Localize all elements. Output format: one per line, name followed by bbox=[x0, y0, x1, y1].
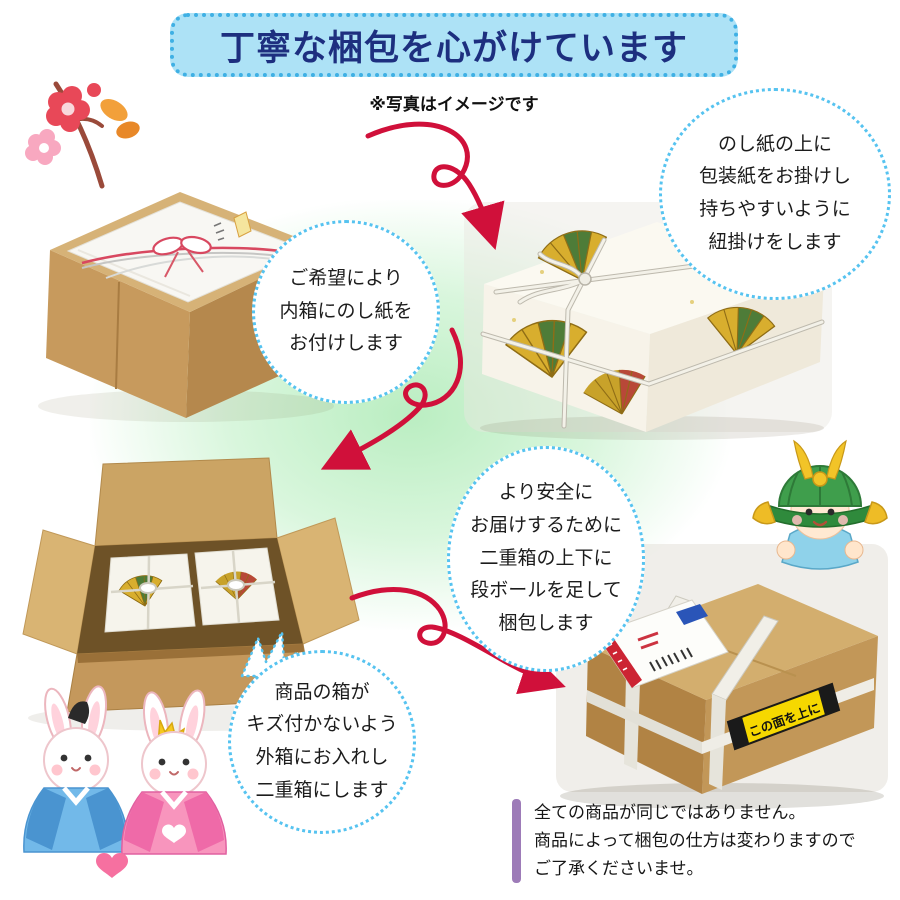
bubble-outer-box-line: 商品の箱が bbox=[274, 681, 370, 703]
noshi-mark bbox=[213, 211, 252, 241]
plum-flower-red bbox=[46, 86, 90, 132]
plum-bud bbox=[87, 83, 101, 97]
bubble-wrapping-line: 包装紙をお掛けし bbox=[698, 166, 851, 188]
plum-blossom-icon bbox=[22, 68, 147, 193]
bubble-wrapping: のし紙の上に 包装紙をお掛けし 持ちやすいように 紐掛けをします bbox=[659, 88, 891, 300]
mizuhiki-ribbon bbox=[81, 235, 289, 278]
bubble-outer-box-line: キズ付かないよう bbox=[246, 714, 398, 736]
rabbit-emperor bbox=[23, 685, 129, 853]
header-banner: 丁寧な梱包を心がけています bbox=[170, 13, 738, 77]
footer-line: 商品によって梱包の仕方は変わりますので bbox=[534, 831, 856, 851]
bubble-wrapping-line: のし紙の上に bbox=[717, 133, 832, 155]
rabbit-empress bbox=[121, 689, 227, 855]
bubble-inner-noshi-line: お付けします bbox=[288, 333, 403, 355]
bubble-outer-box: 商品の箱が キズ付かないよう 外箱にお入れし 二重箱にします bbox=[228, 650, 416, 834]
bubble-double-box: より安全に お届けするために 二重箱の上下に 段ボールを足して 梱包します bbox=[447, 446, 645, 672]
photo-disclaimer: ※写真はイメージです bbox=[369, 95, 539, 114]
bubble-inner-noshi: ご希望により 内箱にのし紙を お付けします bbox=[252, 220, 440, 404]
bubble-wrapping-line: 持ちやすいように bbox=[699, 199, 851, 220]
bubble-wrapping-line: 紐掛けをします bbox=[708, 231, 842, 253]
bubble-double-box-line: 段ボールを足して bbox=[470, 580, 622, 602]
bubble-double-box-line: 二重箱の上下に bbox=[479, 547, 613, 569]
footer-line: ご了承くださいませ。 bbox=[534, 859, 704, 879]
packing-string bbox=[480, 237, 825, 429]
heart-icon bbox=[96, 852, 128, 878]
plum-flower-pink bbox=[25, 129, 61, 165]
footer-accent-bar bbox=[512, 799, 521, 883]
kabuto-face bbox=[792, 508, 848, 527]
leaf-icon bbox=[100, 98, 128, 122]
bubble-double-box-line: お届けするために bbox=[469, 514, 622, 536]
hina-rabbits-icon bbox=[8, 682, 248, 894]
footer-line: 全ての商品が同じではありません。 bbox=[534, 803, 806, 822]
kabuto-helmet bbox=[752, 439, 888, 528]
bubble-double-box-line: 梱包します bbox=[498, 613, 594, 634]
bubble-double-box-line: より安全に bbox=[498, 482, 594, 504]
leaf-icon bbox=[116, 121, 140, 139]
bubble-inner-noshi-line: 内箱にのし紙を bbox=[279, 300, 413, 322]
page-title: 丁寧な梱包を心がけています bbox=[219, 28, 688, 68]
photo-shipping-box: この面を上に bbox=[530, 528, 895, 813]
kabuto-character-icon bbox=[742, 420, 897, 575]
bubble-outer-box-line: 二重箱にします bbox=[255, 779, 389, 801]
bubble-outer-box-line: 外箱にお入れし bbox=[255, 747, 389, 768]
footer-note: 全ての商品が同じではありません。 商品によって梱包の仕方は変わりますので ご了承… bbox=[534, 799, 900, 884]
inner-packages bbox=[104, 547, 280, 633]
bubble-inner-noshi-line: ご希望により bbox=[289, 267, 403, 289]
kabuto-body bbox=[776, 524, 864, 570]
